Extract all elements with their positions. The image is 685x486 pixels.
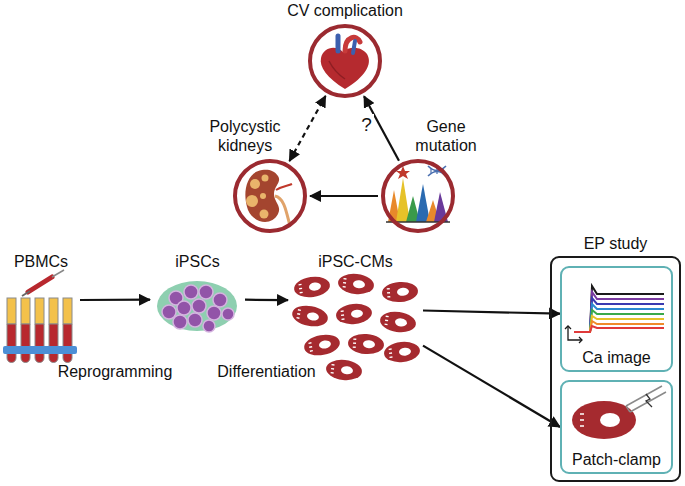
circle-ring bbox=[235, 161, 305, 231]
node-label: Gene mutation bbox=[401, 118, 491, 155]
node-label: PBMCs bbox=[14, 253, 68, 271]
chromatogram-icon bbox=[386, 166, 450, 222]
patch-clamp-icon bbox=[572, 386, 666, 439]
stem-cell-cluster bbox=[157, 281, 237, 332]
flow-arrow bbox=[289, 96, 325, 161]
node-label: iPSCs bbox=[175, 253, 219, 271]
flow-arrow bbox=[80, 299, 150, 301]
kidney-icon bbox=[245, 170, 292, 226]
method-box: Patch-clamp bbox=[560, 380, 673, 474]
node-label: EP study bbox=[552, 235, 679, 253]
cause-circle: Gene mutation bbox=[381, 159, 455, 233]
circle-outline bbox=[233, 159, 307, 233]
blood-tubes-icon bbox=[3, 270, 77, 363]
flow-arrow bbox=[245, 299, 288, 302]
heart-icon bbox=[321, 36, 369, 89]
study-panel: EP studyCa imagePatch-clamp bbox=[550, 256, 681, 482]
circle-outline bbox=[381, 159, 455, 233]
node-label: Ca image bbox=[582, 349, 650, 367]
node-label: CV complication bbox=[265, 2, 425, 20]
cell-step: iPSCs bbox=[150, 252, 245, 342]
node-label: Polycystic kidneys bbox=[197, 118, 293, 155]
calcium-traces bbox=[565, 286, 664, 343]
outcome-circle: CV complication bbox=[308, 24, 382, 98]
method-box: Ca image bbox=[560, 266, 673, 372]
node-label: Patch-clamp bbox=[572, 451, 661, 469]
flow-arrow bbox=[423, 311, 560, 314]
edge-label: Reprogramming bbox=[56, 363, 175, 381]
edge-label: Differentiation bbox=[215, 363, 317, 381]
circle-outline bbox=[308, 24, 382, 98]
disease-circle: Polycystic kidneys bbox=[233, 159, 307, 233]
node-label: iPSC-CMs bbox=[318, 253, 393, 271]
flow-arrow bbox=[423, 346, 560, 427]
circle-ring bbox=[383, 161, 453, 231]
flow-arrow bbox=[310, 195, 378, 197]
circle-ring bbox=[310, 26, 380, 96]
edge-label: ? bbox=[359, 114, 374, 136]
sample-step: PBMCs bbox=[2, 252, 80, 372]
